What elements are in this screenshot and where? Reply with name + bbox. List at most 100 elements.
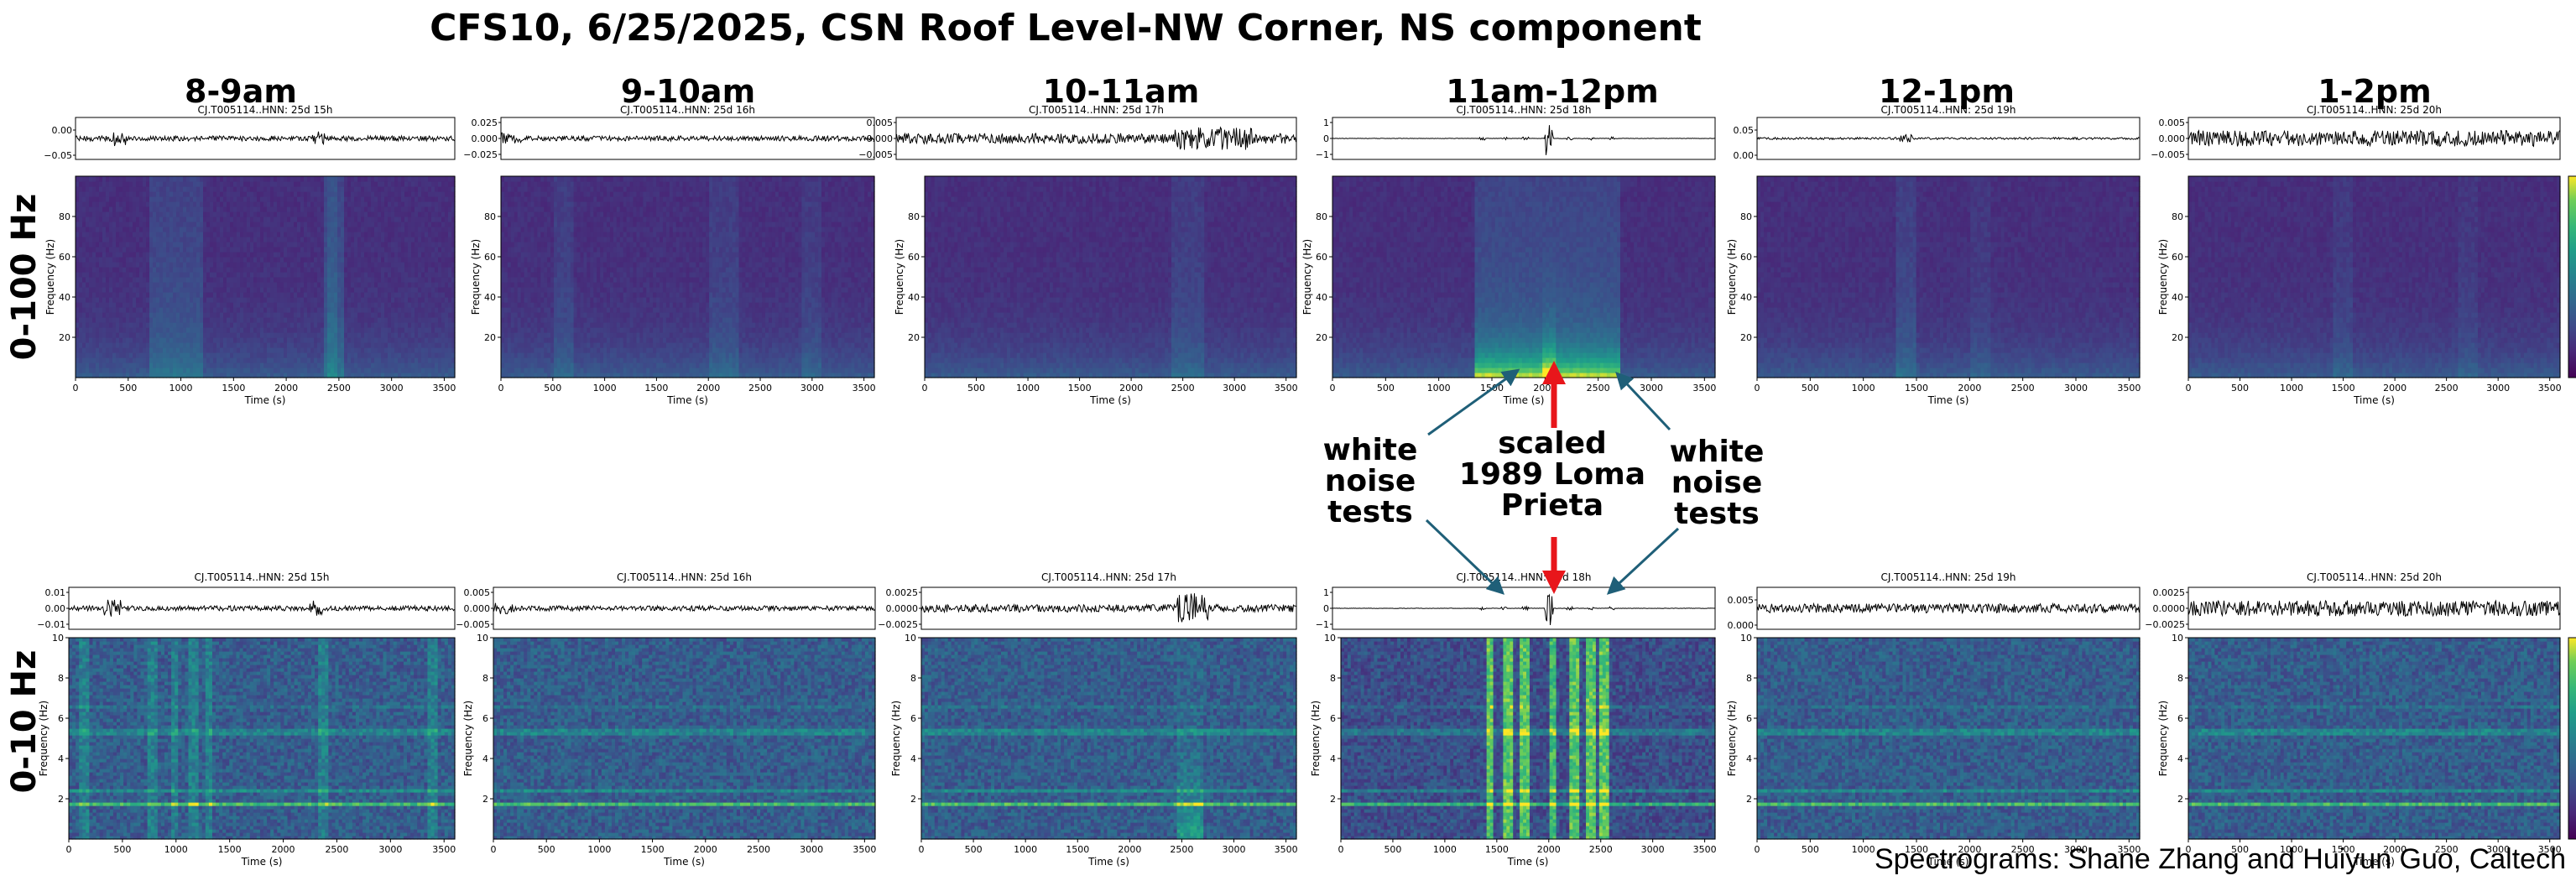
spectrogram-cell — [233, 347, 237, 353]
spectrogram-cell — [250, 181, 254, 187]
spectrogram-cell — [190, 196, 194, 202]
spectrogram-cell — [294, 332, 298, 338]
spectrogram-cell — [334, 332, 338, 338]
panels: 8-9am9-10am10-11am11am-12pm12-1pm1-2pmCJ… — [37, 73, 2576, 868]
spectrogram-cell — [166, 332, 170, 338]
spectrogram-cell — [317, 257, 321, 263]
spectrogram-cell — [143, 252, 147, 258]
spectrogram-cell — [119, 307, 123, 313]
spectrogram-cell — [112, 201, 117, 207]
spectrogram-cell — [233, 292, 237, 298]
spectrogram-cell — [119, 181, 123, 187]
spectrogram-cell — [112, 312, 117, 318]
spectrogram-cell — [193, 352, 197, 358]
spectrogram-cell — [257, 272, 261, 278]
spectrogram-cell — [253, 227, 258, 232]
spectrogram-cell — [169, 181, 174, 187]
spectrogram-cell — [76, 272, 80, 278]
spectrogram-cell — [206, 312, 211, 318]
spectrogram-cell — [92, 216, 96, 222]
spectrogram-cell — [220, 322, 224, 328]
spectrogram-cell — [196, 232, 201, 237]
spectrogram-cell — [210, 242, 214, 248]
spectrogram-cell — [163, 267, 167, 273]
spectrogram-cell — [230, 317, 234, 323]
spectrogram-cell — [206, 277, 211, 283]
spectrogram-cell — [116, 252, 120, 258]
spectrogram-cell — [297, 237, 301, 242]
spectrogram-cell — [321, 322, 325, 328]
spectrogram-cell — [310, 237, 315, 242]
spectrogram-cell — [190, 322, 194, 328]
spectrogram-cell — [253, 337, 258, 343]
spectrogram-cell — [193, 176, 197, 182]
spectrogram-cell — [96, 282, 100, 288]
spectrogram-cell — [284, 277, 288, 283]
spectrogram-cell — [149, 327, 154, 333]
spectrogram-cell — [280, 262, 284, 268]
spectrogram-cell — [123, 257, 127, 263]
spectrogram-cell — [210, 196, 214, 202]
spectrogram-cell — [183, 186, 187, 192]
spectrogram-cell — [129, 347, 133, 353]
spectrogram-cell — [253, 357, 258, 363]
spectrogram-cell — [109, 237, 113, 242]
spectrogram-cell — [216, 332, 221, 338]
spectrogram-cell — [169, 206, 174, 212]
spectrogram-cell — [149, 181, 154, 187]
spectrogram-cell — [290, 277, 295, 283]
spectrogram-cell — [126, 211, 130, 217]
spectrogram-cell — [86, 312, 90, 318]
spectrogram-cell — [96, 186, 100, 192]
spectrogram-cell — [257, 277, 261, 283]
spectrogram-cell — [79, 347, 83, 353]
spectrogram-cell — [321, 357, 325, 363]
spectrogram-cell — [102, 287, 107, 293]
spectrogram-cell — [274, 302, 278, 308]
spectrogram-cell — [149, 287, 154, 293]
spectrogram-cell — [247, 302, 251, 308]
spectrogram-cell — [86, 337, 90, 343]
spectrogram-cell — [253, 252, 258, 258]
spectrogram-cell — [126, 272, 130, 278]
spectrogram-cell — [287, 302, 291, 308]
spectrogram-cell — [237, 332, 241, 338]
spectrogram-cell — [99, 216, 103, 222]
spectrogram-cell — [112, 317, 117, 323]
spectrogram-cell — [290, 247, 295, 253]
spectrogram-cell — [163, 282, 167, 288]
spectrogram-cell — [230, 242, 234, 248]
spectrogram-cell — [314, 247, 318, 253]
spectrogram-cell — [139, 322, 143, 328]
spectrogram-cell — [300, 357, 305, 363]
spectrogram-cell — [92, 347, 96, 353]
spectrogram-cell — [287, 222, 291, 227]
spectrogram-cell — [156, 176, 160, 182]
spectrogram-cell — [92, 362, 96, 368]
spectrogram-cell — [200, 206, 204, 212]
spectrogram-cell — [166, 196, 170, 202]
spectrogram-cell — [240, 282, 244, 288]
spectrogram-cell — [99, 237, 103, 242]
spectrogram-cell — [237, 302, 241, 308]
spectrogram-cell — [274, 368, 278, 373]
spectrogram-cell — [193, 247, 197, 253]
spectrogram-cell — [206, 252, 211, 258]
spectrogram-cell — [129, 352, 133, 358]
spectrogram-cell — [240, 322, 244, 328]
spectrogram-cell — [123, 357, 127, 363]
spectrogram-cell — [149, 232, 154, 237]
spectrogram-cell — [274, 332, 278, 338]
spectrogram-cell — [297, 196, 301, 202]
spectrogram-cell — [280, 302, 284, 308]
spectrogram-cell — [200, 196, 204, 202]
spectrogram-cell — [227, 352, 231, 358]
spectrogram-cell — [112, 337, 117, 343]
spectrogram-cell — [300, 352, 305, 358]
spectrogram-cell — [206, 232, 211, 237]
spectrogram-cell — [324, 216, 328, 222]
spectrogram-cell — [116, 347, 120, 353]
spectrogram-cell — [153, 277, 157, 283]
spectrogram-cell — [96, 267, 100, 273]
spectrogram-cell — [277, 342, 281, 348]
